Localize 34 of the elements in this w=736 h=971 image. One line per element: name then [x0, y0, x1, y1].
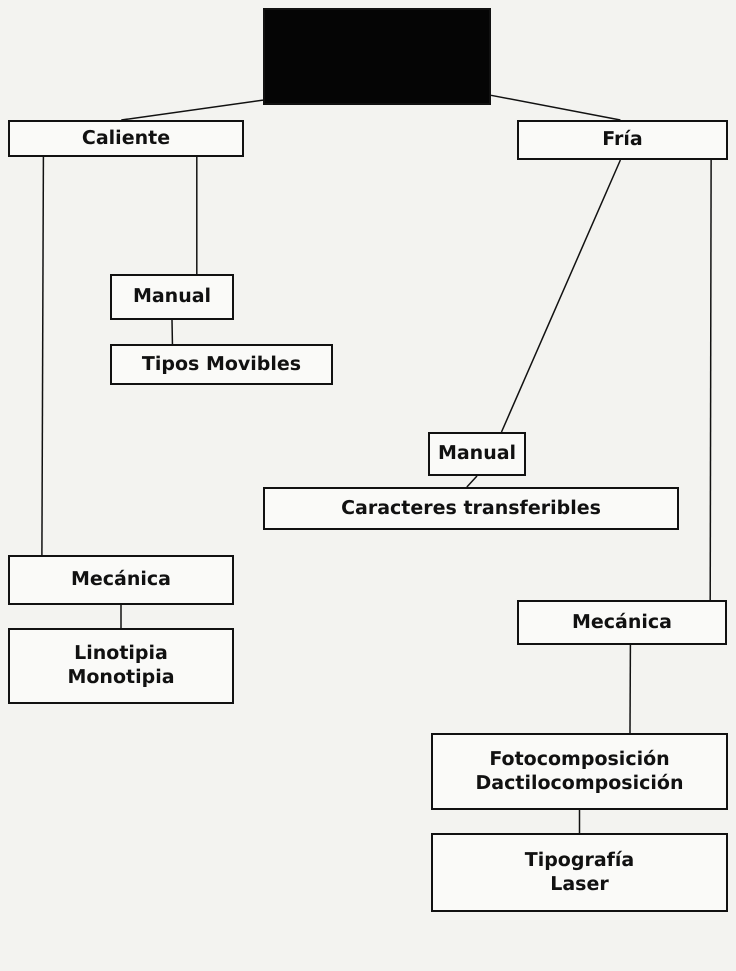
- connector-line: [490, 94, 621, 121]
- category-box: [8, 628, 234, 704]
- box-label: Linotipia Monotipia: [66, 642, 176, 690]
- connector-line: [709, 160, 712, 600]
- connector-line: [120, 605, 122, 628]
- category-box: [110, 274, 234, 320]
- box-label: Tipografía Laser: [524, 848, 636, 896]
- box-label: Mecánica: [70, 568, 171, 592]
- connector-line: [121, 99, 264, 121]
- box-label: Fotocomposición Dactilocomposición: [474, 748, 684, 796]
- connector-line: [578, 810, 580, 833]
- box-label: Caracteres transferibles: [341, 496, 601, 520]
- category-box: [517, 600, 727, 645]
- category-box: [431, 733, 728, 810]
- connector-line: [196, 157, 198, 274]
- connector-line: [500, 160, 622, 432]
- connector-line: [629, 645, 632, 733]
- connector-line: [41, 157, 44, 555]
- category-box: [110, 344, 333, 385]
- box-label: Manual: [438, 442, 516, 466]
- connector-line: [466, 476, 478, 488]
- box-label: Mecánica: [572, 610, 672, 634]
- box-label: Manual: [132, 285, 212, 309]
- connector-line: [171, 320, 174, 344]
- category-box: [263, 487, 679, 530]
- category-box: [517, 120, 728, 160]
- box-label: Fría: [602, 128, 643, 152]
- category-box: [428, 432, 526, 476]
- filled-box: [263, 8, 491, 105]
- box-label: Tipos Movibles: [142, 352, 302, 376]
- box-label: Caliente: [82, 126, 170, 150]
- category-box: [431, 833, 728, 912]
- category-box: [8, 555, 234, 605]
- category-box: [8, 120, 244, 157]
